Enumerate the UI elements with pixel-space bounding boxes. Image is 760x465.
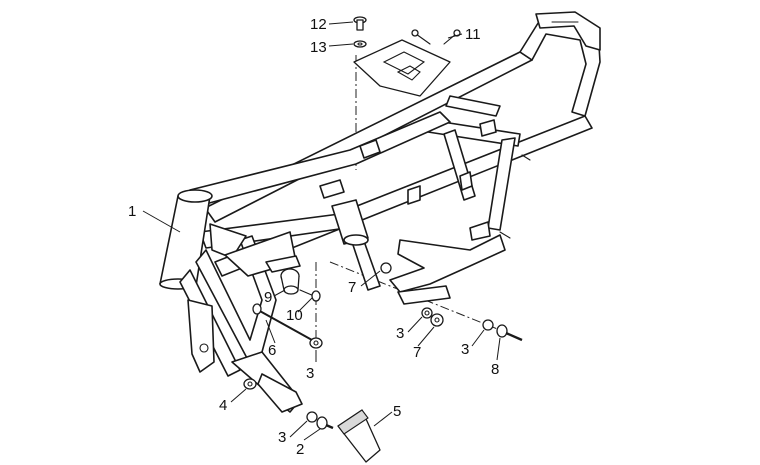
callout-3a: 3 <box>278 429 286 446</box>
leader-lines <box>142 21 501 441</box>
callout-10: 10 <box>286 307 303 324</box>
callouts: 1 2 3 3 3 3 4 5 6 7 7 8 9 10 11 12 13 <box>128 16 499 458</box>
battery-plate <box>353 29 461 97</box>
nut-7-right <box>430 313 444 327</box>
bolt-6 <box>252 303 313 341</box>
washer-3-far-right <box>482 319 494 331</box>
callout-5: 5 <box>393 403 401 420</box>
callout-9: 9 <box>264 289 272 306</box>
protector-5 <box>337 409 381 463</box>
callout-4: 4 <box>219 397 227 414</box>
main-frame <box>159 11 601 413</box>
callout-1: 1 <box>128 203 136 220</box>
washer-3-lower <box>306 411 318 423</box>
screw-10 <box>299 289 321 302</box>
callout-12: 12 <box>310 16 327 33</box>
callout-3d: 3 <box>461 341 469 358</box>
screw-2 <box>316 416 334 430</box>
callout-8: 8 <box>491 361 499 378</box>
nut-7-upper <box>380 262 392 274</box>
callout-11: 11 <box>465 26 481 43</box>
nut-3-center <box>309 337 323 349</box>
nut-3-right <box>421 307 433 319</box>
screw-8 <box>496 324 523 342</box>
callout-6: 6 <box>268 342 276 359</box>
callout-7b: 7 <box>413 344 421 361</box>
washer-13 <box>353 40 367 48</box>
spacer-9 <box>280 268 300 295</box>
callout-3b: 3 <box>306 365 314 382</box>
callout-7a: 7 <box>348 279 356 296</box>
callout-2: 2 <box>296 441 304 458</box>
callout-3c: 3 <box>396 325 404 342</box>
screw-12 <box>353 16 367 31</box>
nut-4 <box>243 378 257 390</box>
callout-13: 13 <box>310 39 327 56</box>
